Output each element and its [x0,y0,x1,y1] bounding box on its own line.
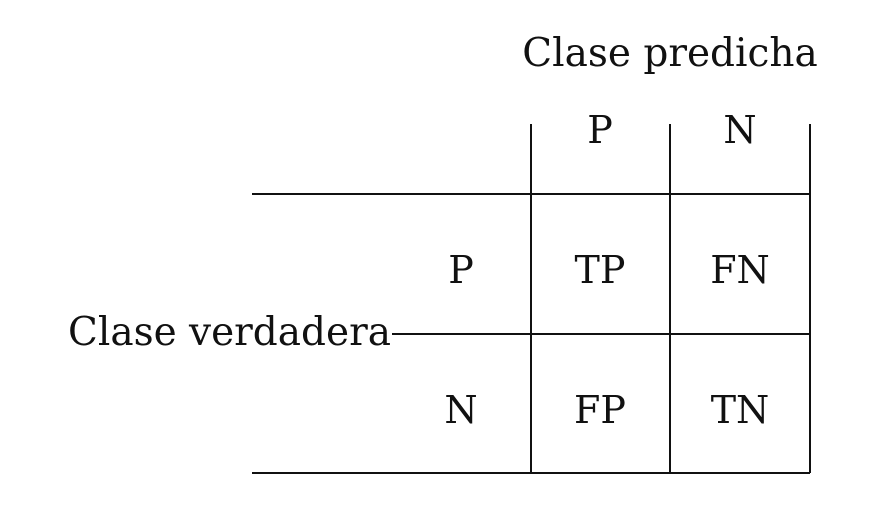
row-header-n: N [444,388,477,432]
predicted-class-title: Clase predicha [522,31,817,76]
column-header-p: P [587,108,613,152]
cell-false-positive: FP [574,388,626,432]
cell-false-negative: FN [710,248,770,292]
cell-true-negative: TN [711,388,770,432]
cell-true-positive: TP [575,248,626,292]
actual-class-title: Clase verdadera [68,310,391,355]
row-header-p: P [448,248,474,292]
column-header-n: N [723,108,756,152]
